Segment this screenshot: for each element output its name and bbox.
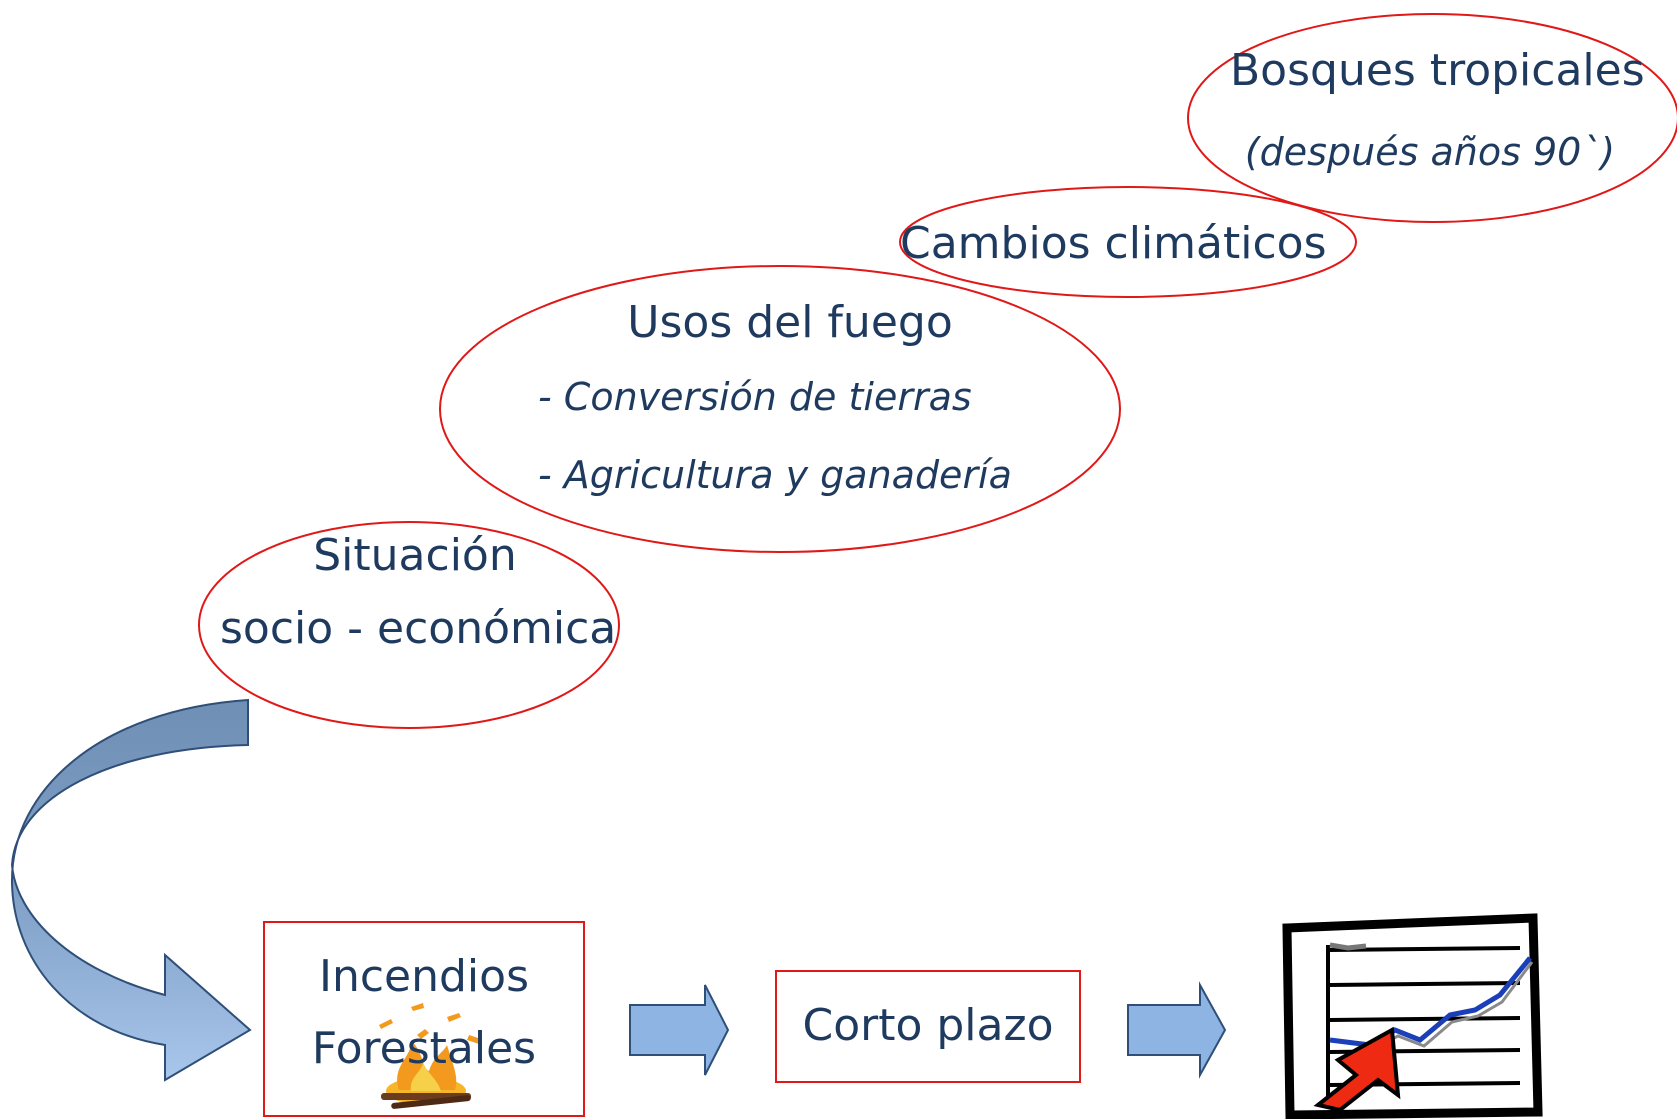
corto-plazo-label: Corto plazo [802,1000,1054,1051]
bosques-title: Bosques tropicales [1230,45,1645,96]
incendios-line2: Forestales [311,1023,537,1074]
usos-item-2: - Agricultura y ganadería [538,453,1012,497]
usos-title: Usos del fuego [627,297,953,348]
bosques-note: (después años 90`) [1244,130,1616,174]
cambios-title: Cambios climáticos [900,218,1327,269]
fire-icon [379,1003,481,1109]
arrow-corto-to-chart [1127,981,1227,1079]
arrow-incendios-to-corto [629,984,730,1076]
bubble-situacion-ellipse [198,521,620,729]
situacion-line1: Situación [313,530,517,581]
incendios-line1: Incendios [318,951,529,1002]
bubble-usos-ellipse [439,265,1121,553]
corto-plazo-box: Corto plazo [775,970,1081,1083]
incendios-box: Incendios Forestales [263,921,585,1117]
usos-item-1: - Conversión de tierras [538,375,972,419]
bubble-cambios-ellipse [899,186,1357,298]
rising-chart-icon [1282,913,1543,1119]
curved-arrow [10,698,252,1082]
bubble-bosques-ellipse [1187,13,1677,223]
situacion-line2: socio - económica [220,603,617,654]
